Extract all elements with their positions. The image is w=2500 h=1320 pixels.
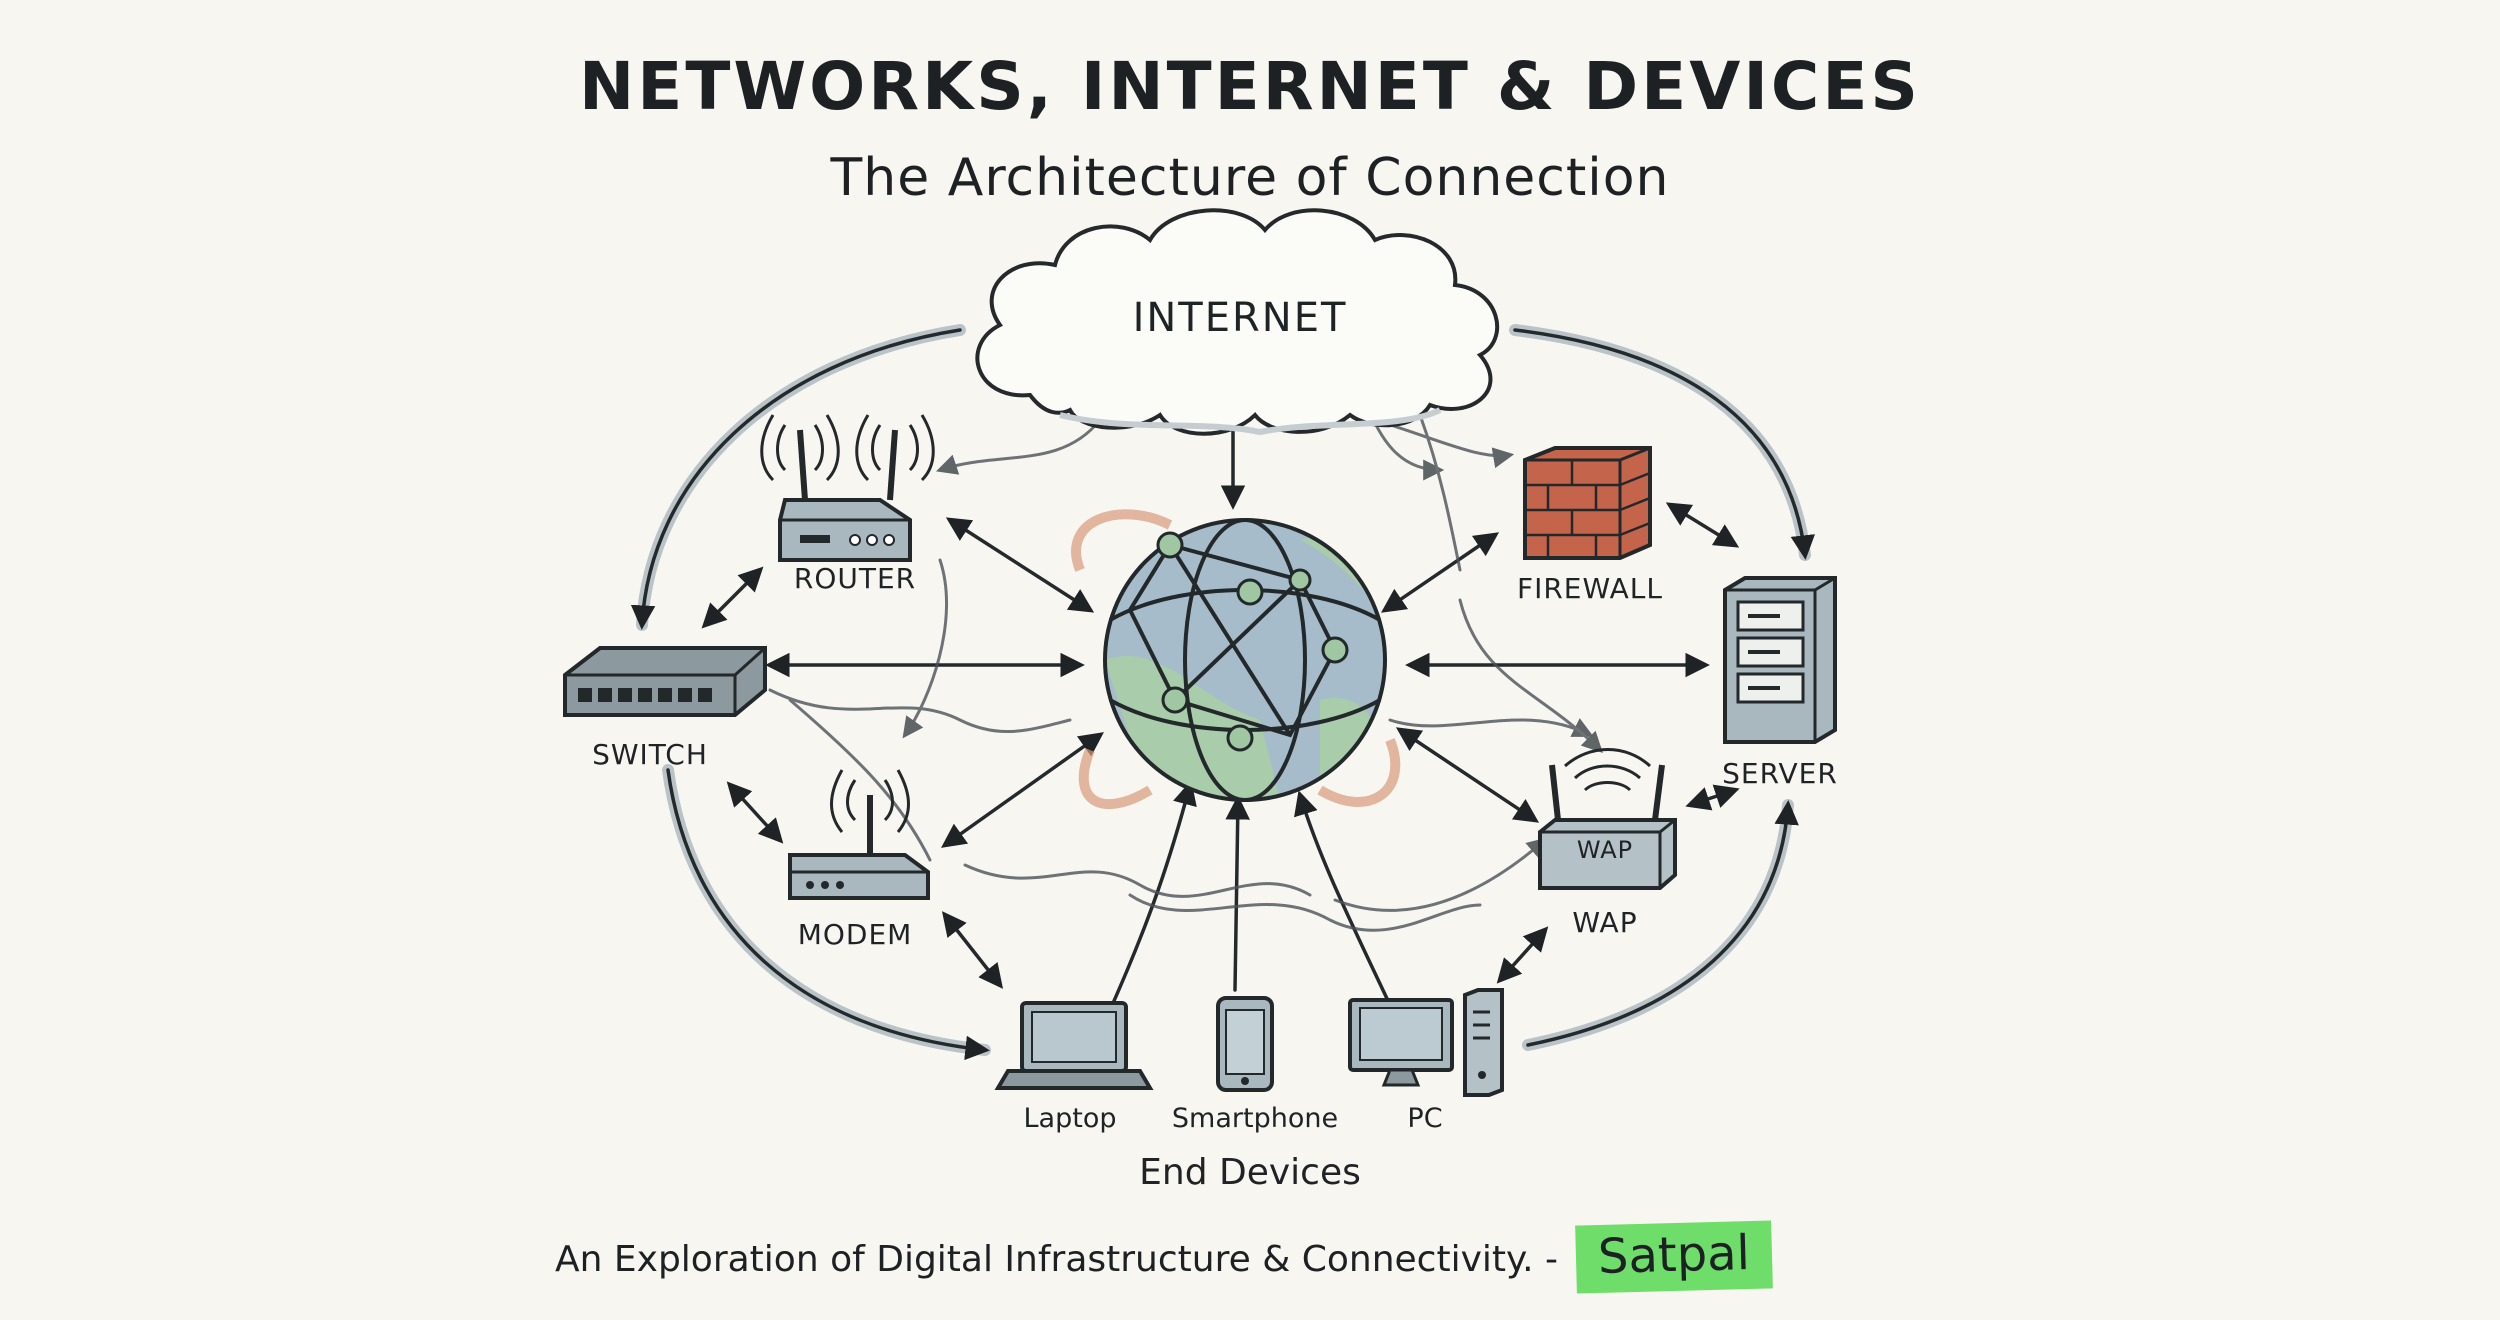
modem-label: MODEM [797, 918, 913, 951]
footer-text: An Exploration of Digital Infrastructure… [555, 1239, 1559, 1280]
page-subtitle: The Architecture of Connection [830, 148, 1670, 208]
wap-device [1538, 748, 1677, 890]
firewall-label: FIREWALL [1516, 572, 1664, 605]
laptop-device [994, 1001, 1154, 1090]
author-highlight: Satpal [1574, 1220, 1773, 1294]
end-devices-group-label: End Devices [1139, 1152, 1361, 1193]
switch-label: SWITCH [592, 738, 708, 771]
pc-device [1348, 988, 1504, 1097]
laptop-label: Laptop [1023, 1103, 1117, 1134]
modem-device [788, 769, 930, 900]
peer-links [701, 502, 1740, 989]
internet-globe [1071, 509, 1401, 810]
pc-label: PC [1407, 1103, 1443, 1134]
internet-label: INTERNET [1132, 295, 1348, 341]
outer-arcs [630, 324, 1815, 1061]
wap-label: WAP [1572, 906, 1638, 939]
page-title: NETWORKS, INTERNET & DEVICES [579, 48, 1921, 125]
hub-connections [765, 428, 1710, 1012]
server-device [1723, 576, 1837, 744]
wap-device-text: WAP [1576, 836, 1634, 864]
router-label: ROUTER [793, 562, 917, 595]
smartphone-device [1216, 996, 1274, 1092]
switch-device [563, 646, 767, 717]
server-label: SERVER [1722, 757, 1838, 790]
smartphone-label: Smartphone [1171, 1103, 1339, 1134]
router-device [760, 414, 935, 562]
internet-cloud [975, 208, 1500, 436]
firewall-device [1523, 446, 1652, 560]
footer: An Exploration of Digital Infrastructure… [555, 1220, 1773, 1294]
